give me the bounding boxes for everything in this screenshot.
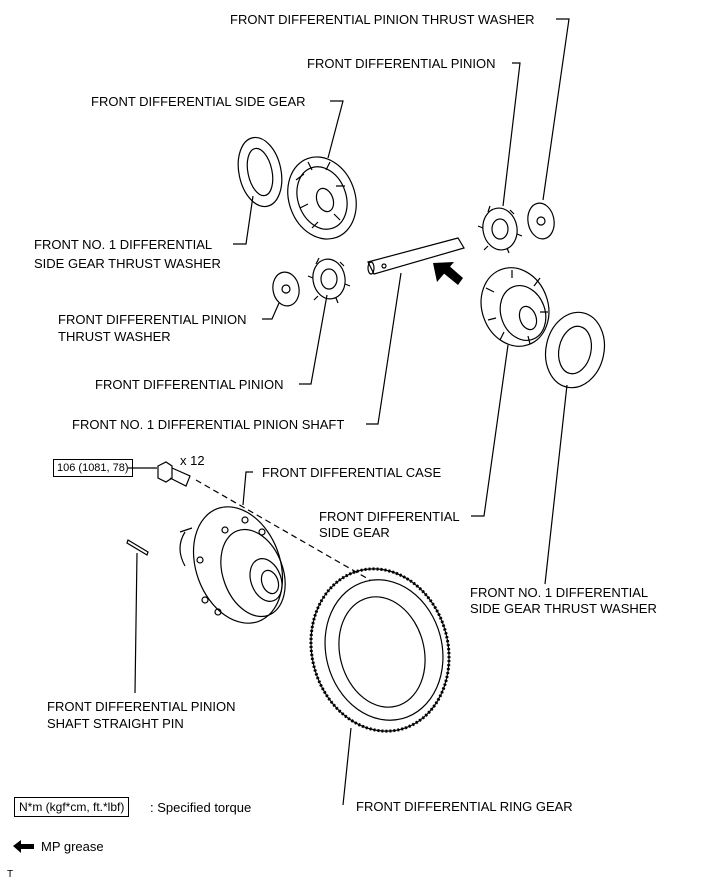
right-side-gear [480, 267, 550, 347]
label-ring-gear: FRONT DIFFERENTIAL RING GEAR [356, 799, 573, 814]
label-pinion-thrust-washer-top: FRONT DIFFERENTIAL PINION THRUST WASHER [230, 12, 535, 27]
bolt [157, 461, 191, 487]
straight-pin [126, 539, 149, 556]
label-side-gear-right-1: FRONT DIFFERENTIAL [319, 509, 460, 524]
right-pinion-thrust-washer [527, 202, 555, 240]
label-side-gear-thrust-washer-left-1: FRONT NO. 1 DIFFERENTIAL [34, 237, 213, 252]
corner-mark: T [7, 869, 14, 880]
leader-side-gear-thrust-washer-right [544, 384, 568, 585]
leader-ring-gear [342, 727, 352, 806]
label-bolt-qty: x 12 [180, 453, 205, 468]
legend-grease-text: MP grease [41, 839, 104, 854]
label-pinion-thrust-washer-left-1: FRONT DIFFERENTIAL PINION [58, 312, 247, 327]
label-pinion-shaft: FRONT NO. 1 DIFFERENTIAL PINION SHAFT [72, 417, 345, 432]
label-pinion-thrust-washer-left-2: THRUST WASHER [58, 329, 171, 344]
ring-gear [309, 567, 451, 733]
leader-straight-pin [134, 552, 138, 694]
label-side-gear-top: FRONT DIFFERENTIAL SIDE GEAR [91, 94, 306, 109]
label-side-gear-thrust-washer-right-1: FRONT NO. 1 DIFFERENTIAL [470, 585, 649, 600]
label-pinion-top: FRONT DIFFERENTIAL PINION [307, 56, 496, 71]
differential-case [179, 506, 286, 624]
left-pinion [307, 257, 351, 304]
leader-side-gear-right [471, 344, 509, 517]
leader-pinion-thrust-washer-top [542, 18, 570, 201]
label-straight-pin-2: SHAFT STRAIGHT PIN [47, 716, 184, 731]
leader-pinion-top [502, 62, 521, 207]
pinion-shaft [367, 237, 465, 275]
leader-case [242, 471, 253, 506]
right-pinion [477, 205, 523, 254]
label-side-gear-thrust-washer-right-2: SIDE GEAR THRUST WASHER [470, 601, 657, 616]
leader-side-gear-thrust-washer-left [233, 195, 254, 245]
left-pinion-thrust-washer [272, 271, 300, 307]
label-side-gear-right-2: SIDE GEAR [319, 525, 390, 540]
legend-torque-text: : Specified torque [150, 800, 252, 815]
label-case: FRONT DIFFERENTIAL CASE [262, 465, 442, 480]
leader-pinion-thrust-washer-left [262, 302, 280, 320]
leader-side-gear-top [327, 100, 344, 159]
label-straight-pin-1: FRONT DIFFERENTIAL PINION [47, 699, 236, 714]
grease-legend-arrow-icon [13, 840, 34, 853]
label-side-gear-thrust-washer-left-2: SIDE GEAR THRUST WASHER [34, 256, 221, 271]
leader-pinion-left [299, 294, 328, 385]
legend-torque-unit-box: N*m (kgf*cm, ft.*lbf) [14, 797, 130, 817]
left-side-gear-thrust-washer [237, 136, 283, 208]
torque-value-box: 106 (1081, 78) [53, 459, 133, 477]
right-side-gear-thrust-washer [544, 311, 606, 389]
label-pinion-left: FRONT DIFFERENTIAL PINION [95, 377, 284, 392]
left-side-gear [287, 156, 357, 240]
dashed-assembly-line [195, 479, 371, 581]
leader-pinion-shaft [366, 272, 402, 425]
